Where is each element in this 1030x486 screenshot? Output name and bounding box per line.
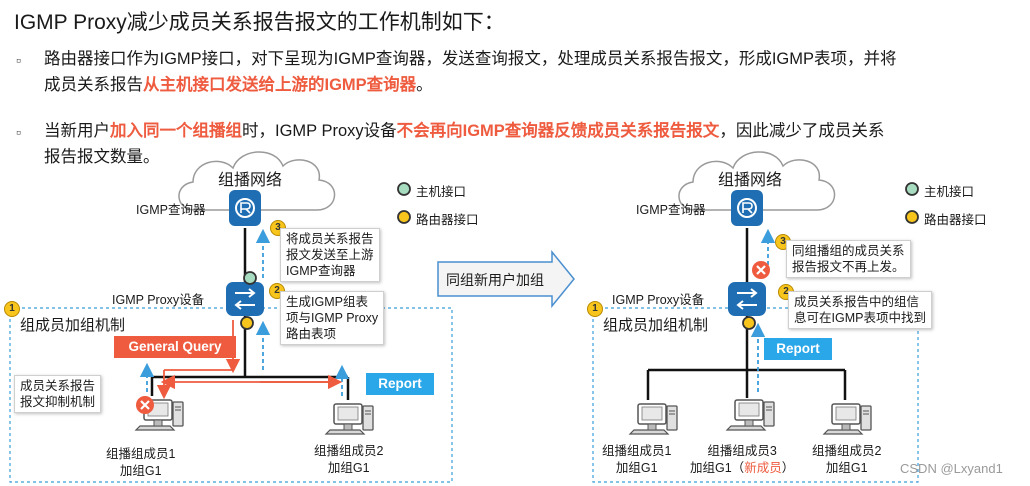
right-member2-pc-icon [823, 403, 872, 435]
left-legend-router: 路由器接口 [416, 213, 479, 227]
right-member1-group: 加组G1 [615, 461, 658, 475]
bullet-2-highlight-2: 不会再向IGMP查询器反馈成员关系报告报文 [396, 122, 720, 140]
bullet-2-b: 时，IGMP Proxy设备 [242, 122, 397, 140]
bullet-2-c: ，因此减少了成员关系 [719, 122, 885, 140]
bullet-marker: ▫ [16, 52, 21, 68]
right-member1-name: 组播组成员1 [602, 444, 672, 458]
left-proxy-device-icon [225, 281, 265, 317]
right-diagram [592, 151, 919, 483]
right-step3-line1: 同组播组的成员关系 [792, 244, 905, 258]
right-step3-note: 同组播组的成员关系 报告报文不再上发。 [786, 240, 911, 278]
suppress-line2: 报文抑制机制 [20, 395, 96, 409]
right-member3-new-badge: 新成员 [744, 461, 782, 475]
left-step2-line2: 项与IGMP Proxy [286, 311, 379, 325]
bullet-marker: ▫ [16, 124, 21, 140]
transition-label: 同组新用户加组 [446, 272, 544, 288]
left-querier-label: IGMP查询器 [136, 203, 206, 217]
right-legend-router: 路由器接口 [924, 213, 987, 227]
right-step1-title: 组成员加组机制 [603, 317, 709, 334]
right-querier-router-icon [730, 189, 764, 227]
right-member3-group-a: 加组G1（ [690, 461, 745, 475]
right-member2-name: 组播组成员2 [812, 444, 882, 458]
left-member2-name: 组播组成员2 [314, 444, 384, 458]
left-member1-group: 加组G1 [119, 464, 162, 478]
bullet-1-highlight: 从主机接口发送给上游的IGMP查询器 [143, 76, 417, 94]
left-router-interface-dot [240, 316, 254, 330]
right-step2-line1: 成员关系报告中的组信 [794, 295, 920, 309]
right-member3-group: 加组G1（新成员） [690, 460, 794, 477]
left-step3-line3: IGMP查询器 [286, 264, 356, 278]
bullet-2-highlight-1: 加入同一个组播组 [110, 122, 242, 140]
left-member1-name: 组播组成员1 [106, 447, 176, 461]
general-query-tag: General Query [114, 336, 236, 358]
left-proxy-label: IGMP Proxy设备 [112, 293, 205, 307]
left-member2-label: 组播组成员2 加组G1 [314, 443, 383, 477]
bullet-2-a: 当新用户 [44, 122, 110, 140]
suppress-note: 成员关系报告 报文抑制机制 [14, 375, 102, 413]
left-step2-note: 生成IGMP组表 项与IGMP Proxy 路由表项 [280, 291, 385, 345]
left-host-interface-dot [243, 271, 257, 285]
right-legend-router-dot [905, 210, 919, 224]
left-step3-note: 将成员关系报告 报文发送至上游 IGMP查询器 [280, 228, 380, 282]
bullet-2: 当新用户加入同一个组播组时，IGMP Proxy设备不会再向IGMP查询器反馈成… [44, 118, 1024, 170]
right-member2-label: 组播组成员2 加组G1 [812, 443, 881, 477]
right-step3-line2: 报告报文不再上发。 [792, 260, 905, 274]
left-group-box [9, 307, 453, 483]
left-step3-line1: 将成员关系报告 [286, 232, 374, 246]
right-cloud-label: 组播网络 [718, 172, 783, 189]
right-legend-host-dot [905, 182, 919, 196]
left-step2-line3: 路由表项 [286, 327, 337, 341]
right-querier-label: IGMP查询器 [636, 203, 706, 217]
watermark: CSDN @Lxyand1 [900, 461, 1003, 476]
left-querier-router-icon [228, 189, 262, 227]
right-report-tag: Report [764, 338, 832, 360]
right-member1-label: 组播组成员1 加组G1 [602, 443, 671, 477]
bullet-2-line2: 报告报文数量。 [44, 148, 160, 166]
right-step1-badge: 1 [587, 301, 603, 317]
right-member3-label: 组播组成员3 加组G1（新成员） [690, 443, 794, 477]
page-title: IGMP Proxy减少成员关系报告报文的工作机制如下： [14, 11, 505, 34]
left-cloud-label: 组播网络 [218, 172, 283, 189]
right-step2-note: 成员关系报告中的组信 息可在IGMP表项中找到 [788, 291, 932, 329]
right-blocked-x-icon [750, 259, 772, 281]
left-step1-title: 组成员加组机制 [20, 317, 126, 334]
left-legend-host: 主机接口 [416, 185, 467, 199]
left-member1-label: 组播组成员1 加组G1 [106, 446, 175, 480]
bullet-1-line1: 路由器接口作为IGMP接口，对下呈现为IGMP查询器，发送查询报文，处理成员关系… [44, 50, 897, 68]
left-step3-line2: 报文发送至上游 [286, 248, 374, 262]
right-step2-line2: 息可在IGMP表项中找到 [794, 311, 926, 325]
right-member1-pc-icon [629, 403, 678, 435]
left-diagram [9, 151, 453, 483]
left-legend-router-dot [397, 210, 411, 224]
left-member2-group: 加组G1 [327, 461, 370, 475]
left-member2-pc-icon [325, 403, 374, 435]
left-suppress-x-icon [134, 394, 156, 416]
left-report-tag: Report [366, 373, 434, 395]
right-member2-group: 加组G1 [825, 461, 868, 475]
left-legend-host-dot [397, 182, 411, 196]
left-step2-line1: 生成IGMP组表 [286, 295, 368, 309]
bullet-1: 路由器接口作为IGMP接口，对下呈现为IGMP查询器，发送查询报文，处理成员关系… [44, 46, 1024, 98]
right-proxy-device-icon [727, 281, 767, 317]
left-step1-badge: 1 [4, 301, 20, 317]
transition-arrow [437, 249, 575, 309]
right-legend-host: 主机接口 [924, 185, 975, 199]
bullet-1-line2-b: 。 [416, 76, 433, 94]
right-member3-pc-icon [726, 399, 775, 431]
right-member3-group-b: ） [781, 461, 795, 475]
bullet-1-line2-a: 成员关系报告 [44, 76, 143, 94]
right-member3-name: 组播组成员3 [707, 444, 777, 458]
right-proxy-label: IGMP Proxy设备 [612, 293, 705, 307]
suppress-line1: 成员关系报告 [20, 379, 96, 393]
right-router-interface-dot [742, 316, 756, 330]
